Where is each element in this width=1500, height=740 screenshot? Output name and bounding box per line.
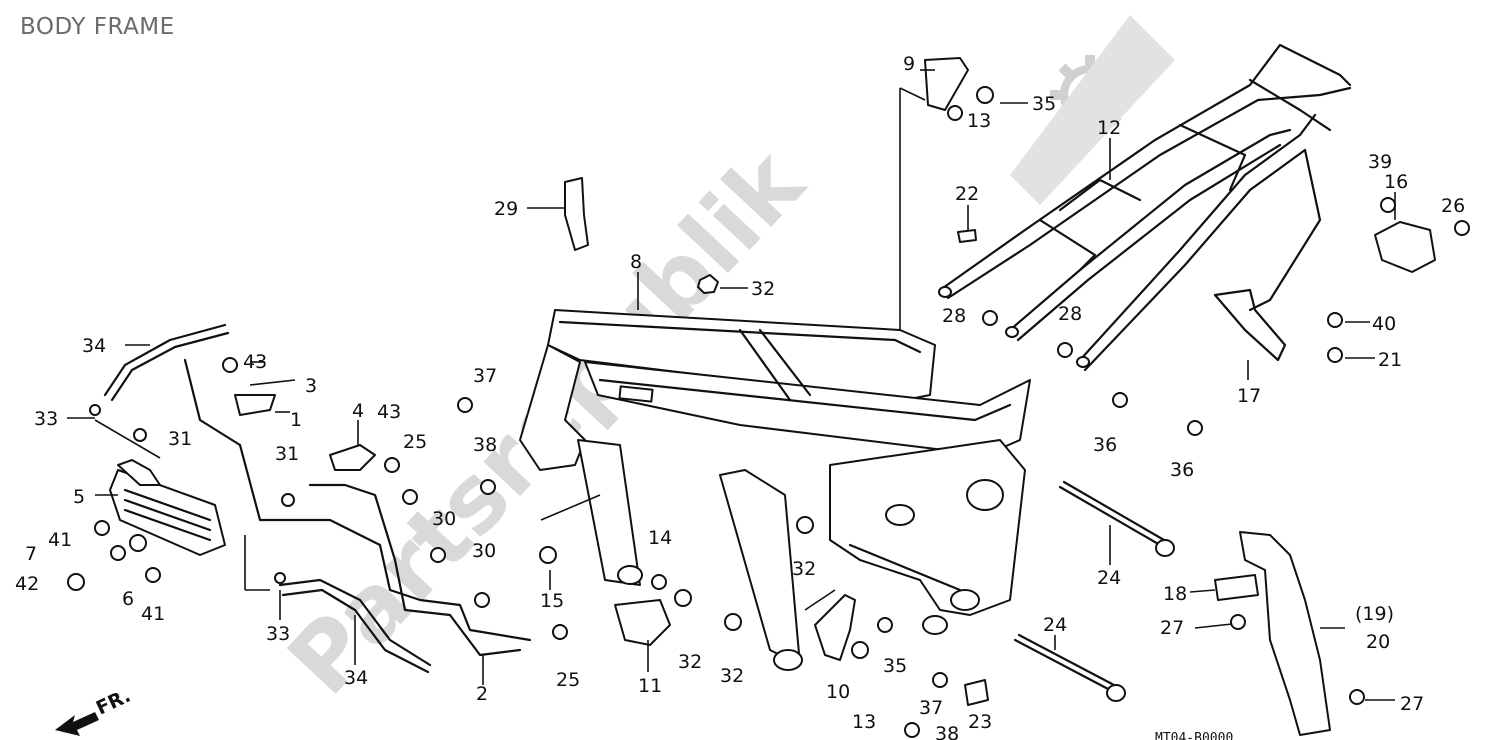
callout-25b: 25 — [556, 669, 580, 691]
callout-26: 26 — [1441, 195, 1465, 217]
callout-38a: 38 — [473, 434, 497, 456]
callout-32d: 32 — [720, 665, 744, 687]
part-23 — [964, 679, 989, 706]
callout-37b: 37 — [919, 697, 943, 719]
callout-29: 29 — [494, 198, 518, 220]
callout-15: 15 — [540, 590, 564, 612]
callout-12: 12 — [1097, 117, 1121, 139]
callout-39: 39 — [1368, 151, 1392, 173]
bolt-24b — [1013, 633, 1126, 702]
callout-16: 16 — [1384, 171, 1408, 193]
bracket-10 — [814, 594, 856, 661]
callout-18: 18 — [1163, 583, 1187, 605]
part-31b — [281, 493, 295, 507]
callout-19: (19) — [1355, 603, 1394, 625]
callout-40: 40 — [1372, 313, 1396, 335]
bolt-24 — [1058, 480, 1175, 557]
part-6 — [129, 534, 147, 552]
callout-43b: 43 — [377, 401, 401, 423]
callout-37a: 37 — [473, 365, 497, 387]
callout-30b: 30 — [472, 540, 496, 562]
part-16 — [1374, 221, 1436, 273]
callout-42: 42 — [15, 573, 39, 595]
pipe-2 — [308, 483, 522, 657]
part-18 — [1214, 574, 1259, 601]
callout-33b: 33 — [266, 623, 290, 645]
pipe-1 — [183, 358, 532, 642]
drawing-code: MT04-B0000 — [1155, 731, 1233, 740]
callout-2: 2 — [476, 683, 488, 705]
front-direction-label: FR. — [93, 685, 134, 720]
callout-32b: 32 — [792, 558, 816, 580]
callout-31a: 31 — [168, 428, 192, 450]
part-22 — [957, 229, 977, 243]
part-4 — [329, 444, 376, 471]
oil-cooler-5 — [109, 459, 226, 556]
callout-27a: 27 — [1160, 617, 1184, 639]
callout-13b: 13 — [852, 711, 876, 733]
hose-34-upper-b — [110, 331, 230, 402]
callout-13a: 13 — [967, 110, 991, 132]
callout-24a: 24 — [1097, 567, 1121, 589]
callout-9: 9 — [903, 53, 915, 75]
callout-8: 8 — [630, 251, 642, 273]
part-3 — [234, 394, 276, 416]
bracket-9 — [924, 57, 969, 111]
page-title: BODY FRAME — [20, 14, 175, 40]
rear-subframe — [938, 43, 1352, 372]
callout-17: 17 — [1237, 385, 1261, 407]
small-fasteners — [67, 86, 1470, 738]
callout-5: 5 — [73, 486, 85, 508]
callout-23: 23 — [968, 711, 992, 733]
callout-20: 20 — [1366, 631, 1390, 653]
callout-22: 22 — [955, 183, 979, 205]
stay-17 — [1213, 288, 1287, 362]
callout-11: 11 — [638, 675, 662, 697]
panel-20 — [1239, 531, 1331, 736]
callout-28b: 28 — [1058, 303, 1082, 325]
part-29 — [564, 177, 589, 251]
part-7 — [110, 545, 126, 561]
callout-36a: 36 — [1093, 434, 1117, 456]
callout-24b: 24 — [1043, 614, 1067, 636]
callout-35b: 35 — [883, 655, 907, 677]
callout-33a: 33 — [34, 408, 58, 430]
callout-31b: 31 — [275, 443, 299, 465]
part-11 — [614, 599, 671, 646]
hose-34-lower-b — [281, 588, 430, 674]
callout-28a: 28 — [942, 305, 966, 327]
callout-7: 7 — [25, 543, 37, 565]
callout-32a: 32 — [751, 278, 775, 300]
callout-labels: 1 2 3 4 5 6 7 8 9 10 11 12 13 13 14 15 1… — [15, 53, 1465, 740]
hose-34-lower — [278, 578, 432, 667]
callout-25a: 25 — [403, 431, 427, 453]
callout-30a: 30 — [432, 508, 456, 530]
callout-43a: 43 — [243, 351, 267, 373]
callout-34a: 34 — [82, 335, 106, 357]
callout-27b: 27 — [1400, 693, 1424, 715]
callout-32c: 32 — [678, 651, 702, 673]
front-direction-arrow: FR. — [55, 685, 134, 736]
callout-41b: 41 — [141, 603, 165, 625]
callout-10: 10 — [826, 681, 850, 703]
callout-3: 3 — [305, 375, 317, 397]
callout-6: 6 — [122, 588, 134, 610]
watermark-swoosh — [1010, 15, 1175, 205]
callout-41a: 41 — [48, 529, 72, 551]
callout-34b: 34 — [344, 667, 368, 689]
callout-38b: 38 — [935, 723, 959, 740]
callout-35a: 35 — [1032, 93, 1056, 115]
part-31a — [133, 428, 147, 442]
main-frame — [519, 309, 1031, 671]
callout-36b: 36 — [1170, 459, 1194, 481]
callout-21: 21 — [1378, 349, 1402, 371]
callout-1: 1 — [290, 409, 302, 431]
callout-14: 14 — [648, 527, 672, 549]
leader-lines — [67, 69, 1396, 701]
callout-4: 4 — [352, 400, 364, 422]
hose-34-upper — [103, 323, 227, 397]
